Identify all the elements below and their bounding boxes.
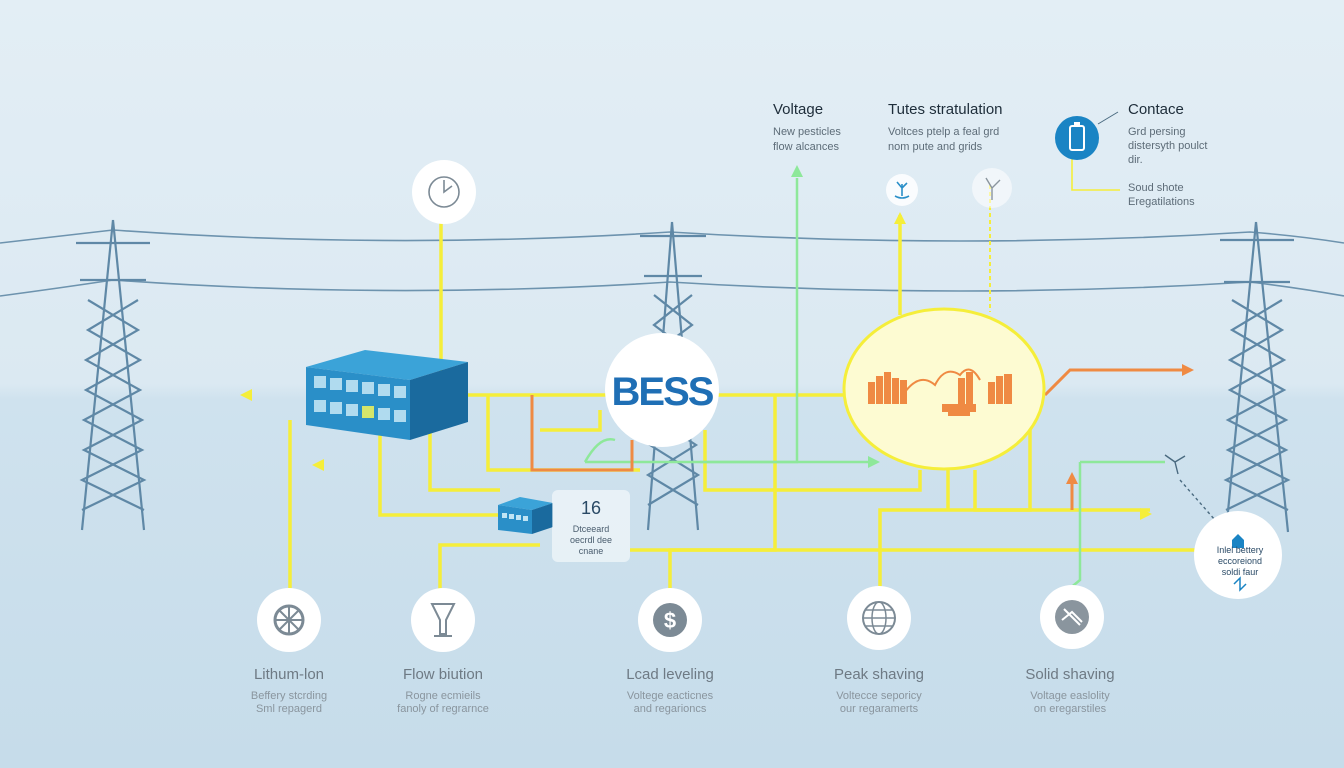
info-card-desc: Dtceeard oecrdl dee cnane [552, 524, 630, 557]
flow-title: Flow biution [402, 666, 484, 683]
yellow-arrowheads [240, 212, 1152, 520]
solid-shaving-desc-1: Voltage easlolity [1030, 690, 1110, 702]
peak-shaving-title: Peak shaving [833, 666, 925, 683]
flow-desc-1: Rogne ecmieils [405, 690, 481, 702]
voltage-desc-1: New pesticles [773, 126, 841, 138]
solid-shaving-desc-2: on eregarstiles [1033, 703, 1107, 715]
svg-text:$: $ [664, 608, 676, 633]
contace-desc-3: dir. [1128, 154, 1143, 166]
info-card [552, 490, 630, 562]
flow-desc-2: fanoly of regrarnce [397, 703, 489, 715]
home-battery-circle [1194, 511, 1282, 599]
lithium-ion-desc-1: Beffery stcrding [250, 690, 328, 702]
transmission-tower-left [76, 219, 150, 531]
bottom-icon-wheel [257, 588, 321, 652]
load-leveling-desc-1: Voltege eacticnes [626, 690, 714, 702]
load-leveling-title: Lcad leveling [626, 666, 714, 683]
home-desc-3: soldi faur [1221, 567, 1259, 577]
contace-title: Contace [1128, 101, 1184, 118]
tutes-desc-2: nom pute and grids [888, 141, 983, 153]
grid-monitor-ellipse [842, 307, 1046, 471]
peak-shaving-desc-1: Voltecce seporicy [836, 690, 922, 702]
voltage-title: Voltage [773, 101, 824, 118]
small-battery-cabinet [498, 497, 553, 534]
gauge-icon [412, 160, 476, 224]
orange-arrowhead-up [1066, 472, 1078, 484]
lithium-ion-desc-2: Sml repagerd [255, 703, 323, 715]
home-desc-1: Inlel bettery [1216, 545, 1264, 555]
info-card-number: 16 [580, 498, 602, 518]
load-leveling-desc-2: and regarioncs [633, 703, 707, 715]
solid-shaving-title: Solid shaving [1025, 666, 1115, 683]
wind-turbine-icon [1164, 454, 1216, 521]
info-card-desc-2: oecrdl dee [569, 535, 613, 545]
green-arrowhead-up [791, 165, 803, 177]
contace-note-1: Soud shote [1128, 182, 1184, 194]
contace-desc-1: Grd persing [1128, 126, 1186, 138]
peak-shaving-desc-2: our regaramerts [839, 703, 919, 715]
plant-icon [886, 174, 918, 206]
tutes-title: Tutes stratulation [888, 101, 1003, 118]
power-lines [0, 229, 1344, 297]
green-arrowhead-right [868, 456, 880, 468]
bottom-icon-dollar: $ [638, 588, 702, 652]
transmission-tower-right [1220, 221, 1294, 533]
bottom-icon-shield [1040, 585, 1104, 649]
voltage-desc-2: flow alcances [773, 141, 840, 153]
bess-circle [605, 333, 719, 447]
bottom-icon-cup [411, 588, 475, 652]
home-battery-text: Inlel bettery eccoreiond soldi faur [1196, 545, 1284, 578]
bottom-icon-globe [847, 586, 911, 650]
bess-label: BESS [611, 370, 715, 414]
info-card-desc-1: Dtceeard [572, 524, 610, 534]
battery-cabinet [306, 350, 468, 440]
turbine-icon [972, 168, 1012, 208]
tutes-desc-1: Voltces ptelp a feal grd [888, 126, 1000, 138]
contace-desc-2: distersyth poulct [1128, 140, 1208, 152]
battery-icon [1055, 111, 1119, 160]
lithium-ion-title: Lithum-lon [253, 666, 325, 683]
home-desc-2: eccoreiond [1217, 556, 1263, 566]
info-card-desc-3: cnane [578, 546, 604, 556]
orange-arrowhead-right [1182, 364, 1194, 376]
contace-note-2: Eregatilations [1128, 196, 1195, 208]
